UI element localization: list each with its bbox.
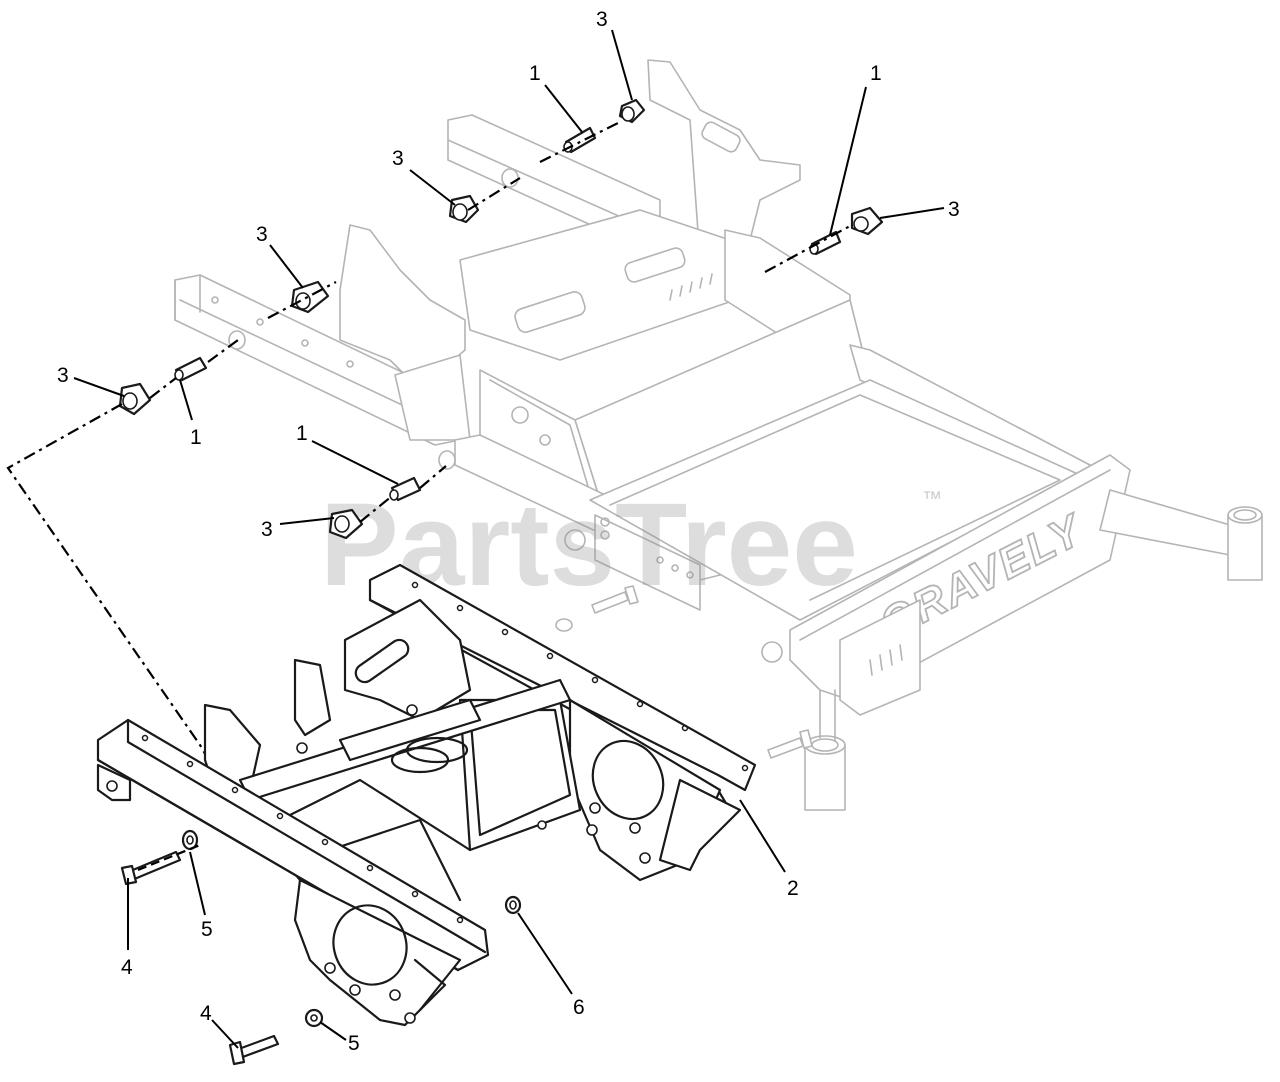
assembly-line-subframe [6,403,221,781]
isolator-bushing-left-upper [290,280,330,314]
trademark-symbol: ™ [922,488,942,510]
callout-2: 2 [787,877,799,900]
callout-1-left: 1 [190,426,202,449]
bolt-frame-mount-lower [767,729,813,759]
alignment-line-center [359,465,447,523]
callout-3-mid: 3 [392,147,404,170]
isolator-bushing-right [850,206,884,236]
callout-1-top-right: 1 [870,62,882,85]
main-chassis-frame: GRAVELY [174,59,1263,811]
spacer-pin-left [174,356,208,382]
callout-3-center: 3 [261,518,273,541]
callout-labels: 3 1 1 3 3 3 3 1 1 3 2 4 5 6 4 5 [57,8,960,1055]
alignment-line-top [539,121,621,163]
isolator-bushing-mid [448,194,480,224]
callout-1-top: 1 [529,62,541,85]
isolator-bushing-center [328,508,364,540]
callout-5-upper: 5 [201,918,213,941]
callout-4-lower: 4 [200,1002,212,1025]
alignment-line-left [149,339,239,399]
callout-4-upper: 4 [121,956,133,979]
alignment-line-right [764,225,851,273]
sub-frame-assembly [96,563,757,1027]
bolt-frame-mount-upper [555,585,639,632]
isolator-bushing-top [618,98,646,124]
callout-3-top: 3 [596,8,608,31]
callout-3-left: 3 [57,364,69,387]
callout-6: 6 [573,996,585,1019]
callout-3-right: 3 [948,198,960,221]
hex-bolt-lower [228,1034,280,1066]
flat-washer-lower [304,1008,324,1028]
alignment-line-mid [467,177,521,211]
bolt-axis-upper [137,843,201,872]
callout-1-center: 1 [296,422,308,445]
callout-5-lower: 5 [348,1032,360,1055]
lock-nut [504,895,522,915]
leader-lines [73,29,945,1049]
spacer-pin-right [809,230,842,256]
spacer-pin-center [389,476,422,502]
isolator-bushing-left [118,382,152,416]
callout-3-left-upper: 3 [256,223,268,246]
